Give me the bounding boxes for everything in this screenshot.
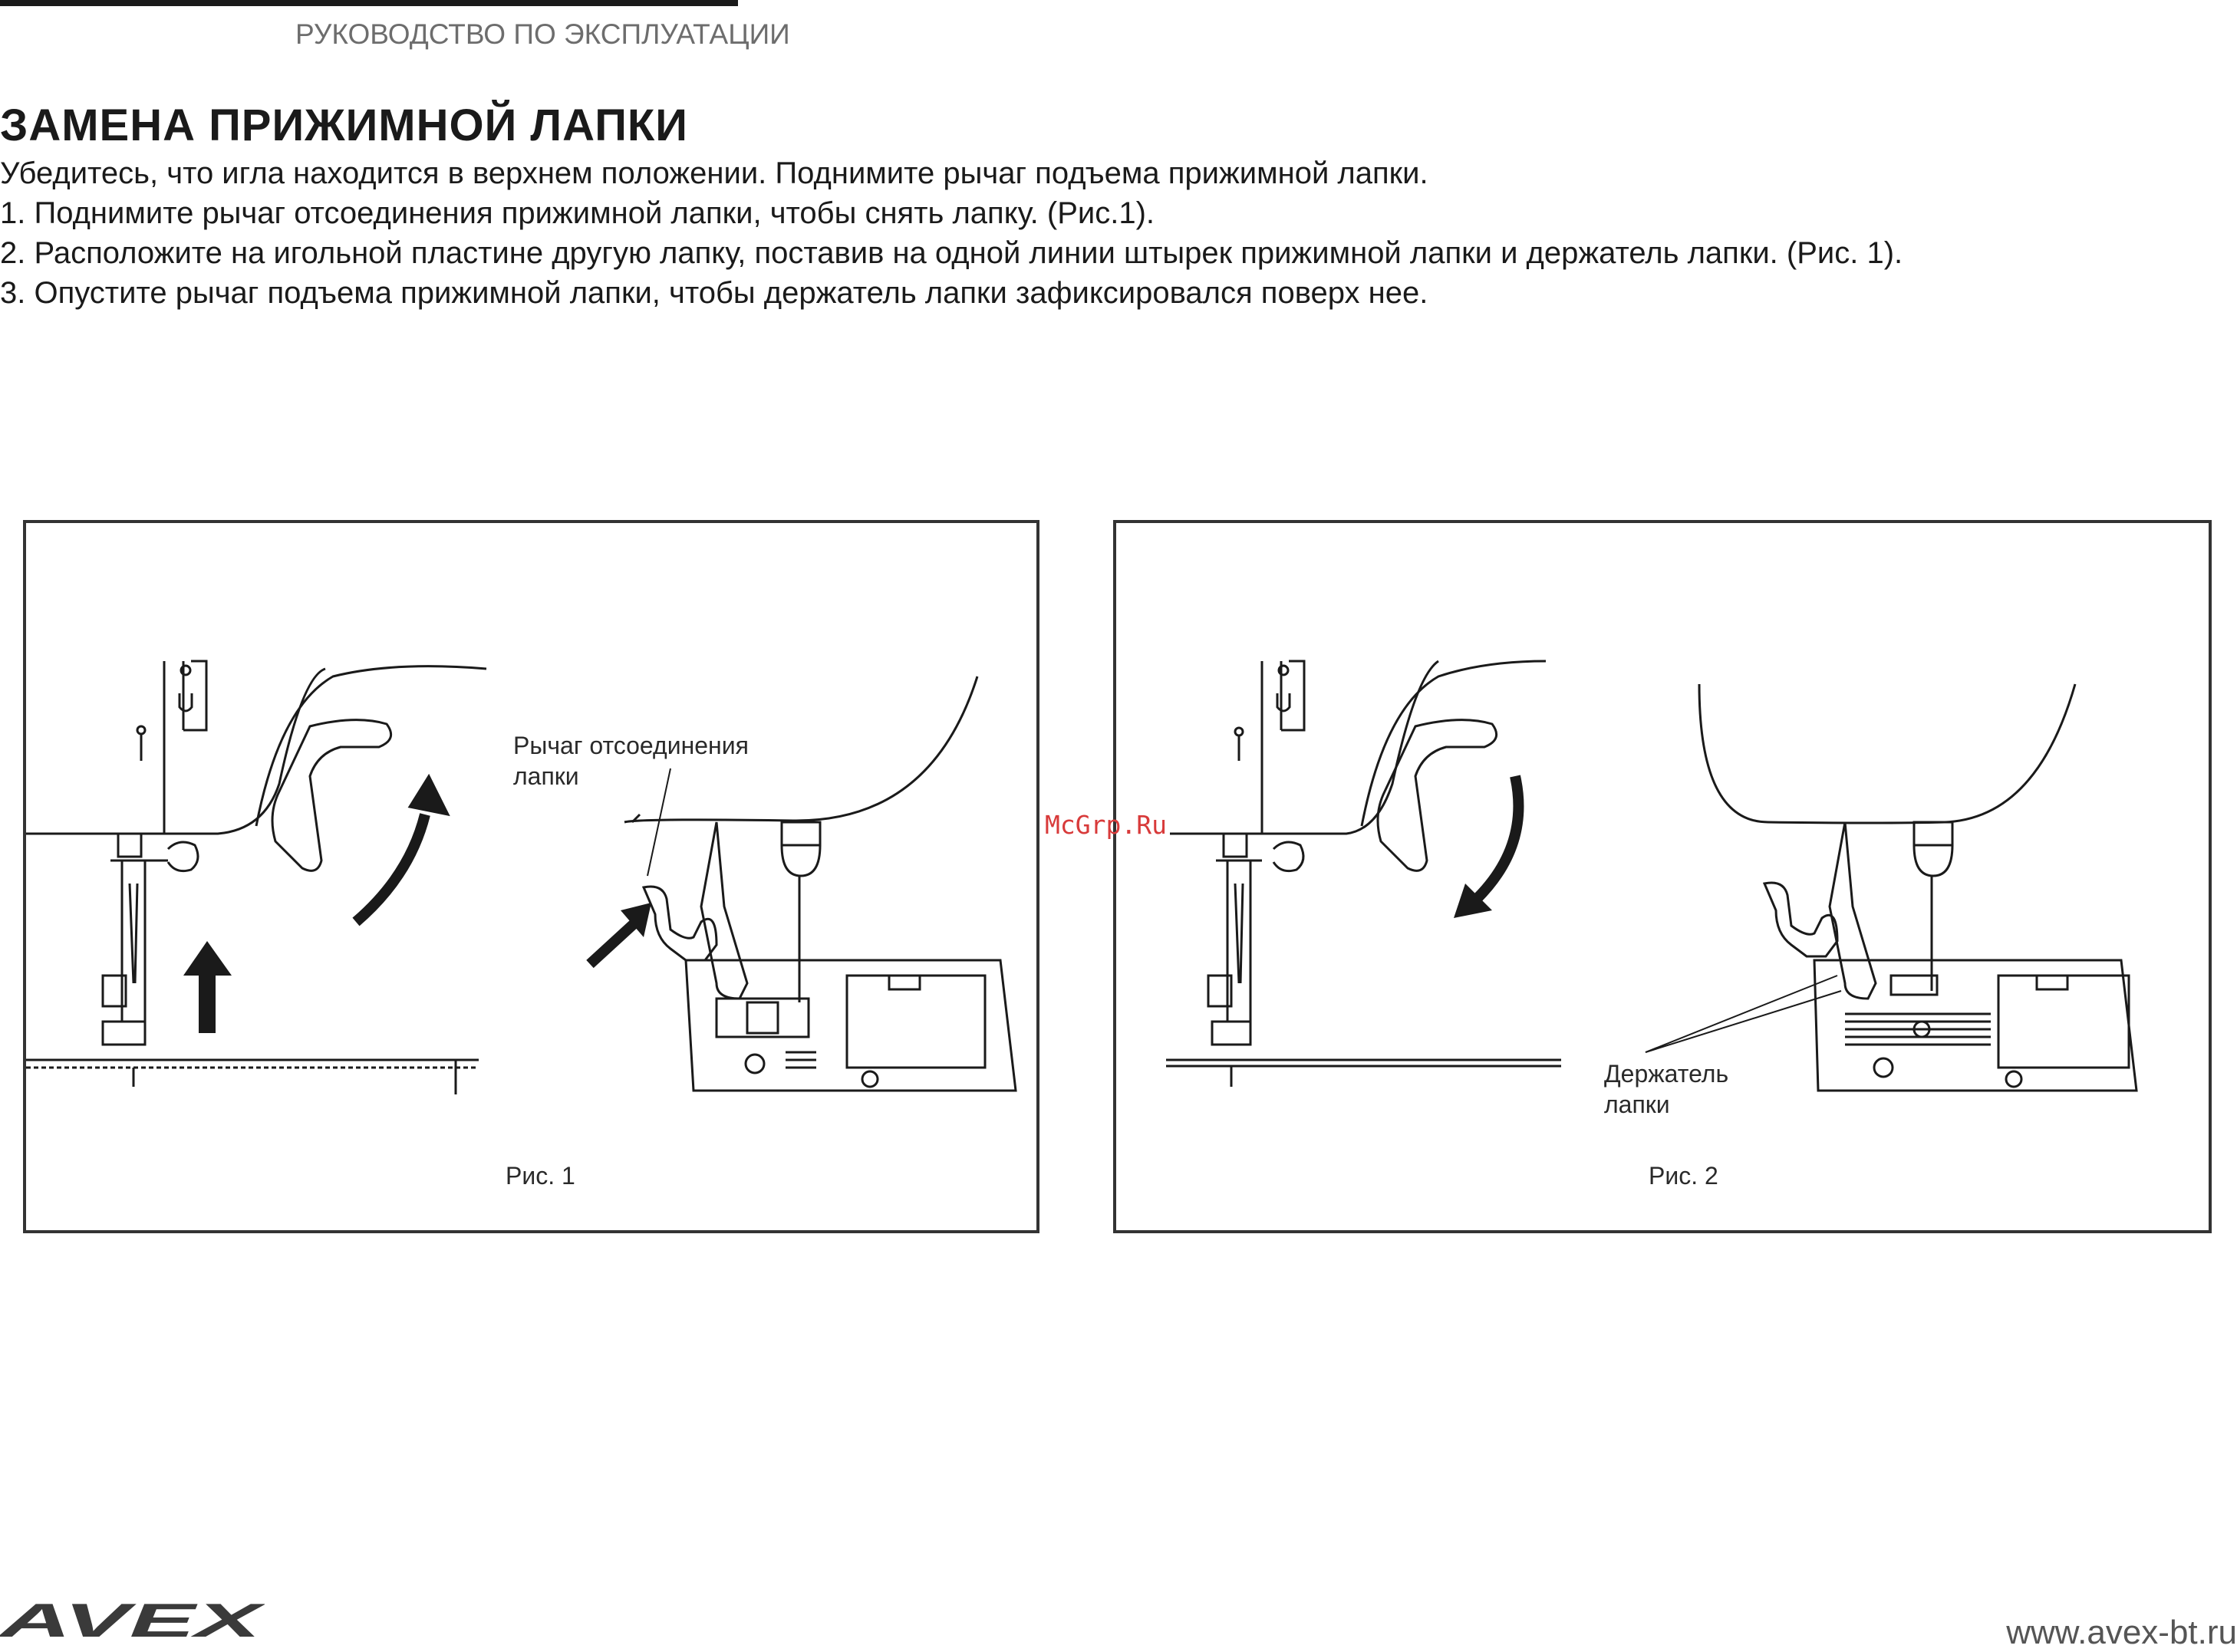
foot-holder-label-line-2: лапки	[1604, 1091, 1670, 1118]
step-1: 1. Поднимите рычаг отсоединения прижимно…	[0, 196, 1155, 230]
top-rule	[0, 0, 738, 6]
avex-logo: AVEX	[0, 1594, 267, 1647]
intro-text: Убедитесь, что игла находится в верхнем …	[0, 156, 1428, 190]
running-header: РУКОВОДСТВО ПО ЭКСПЛУАТАЦИИ	[295, 18, 790, 50]
logo-text: AVEX	[0, 1597, 265, 1643]
release-lever-label: Рычаг отсоединения лапки	[513, 730, 749, 791]
foot-holder-label-line-1: Держатель	[1604, 1060, 1729, 1088]
release-lever-label-line-2: лапки	[513, 762, 579, 790]
section-title: ЗАМЕНА ПРИЖИМНОЙ ЛАПКИ	[0, 100, 688, 150]
figure-2-illustration	[1166, 660, 2138, 1092]
website-link[interactable]: www.avex-bt.ru	[2006, 1614, 2237, 1651]
figure-1-caption: Рис. 1	[506, 1162, 575, 1190]
watermark: McGrp.Ru	[1045, 810, 1167, 840]
figure-1-illustration	[26, 660, 1017, 1094]
instructions: Убедитесь, что игла находится в верхнем …	[0, 153, 1903, 313]
figure-1: Рычаг отсоединения лапки Рис. 1	[23, 520, 1039, 1233]
foot-holder-label: Держатель лапки	[1604, 1058, 1728, 1120]
release-lever-label-line-1: Рычаг отсоединения	[513, 732, 749, 759]
figure-2-caption: Рис. 2	[1649, 1162, 1718, 1190]
step-2: 2. Расположите на игольной пластине друг…	[0, 236, 1903, 270]
step-3: 3. Опустите рычаг подъема прижимной лапк…	[0, 276, 1428, 310]
figure-2: Держатель лапки Рис. 2	[1113, 520, 2212, 1233]
